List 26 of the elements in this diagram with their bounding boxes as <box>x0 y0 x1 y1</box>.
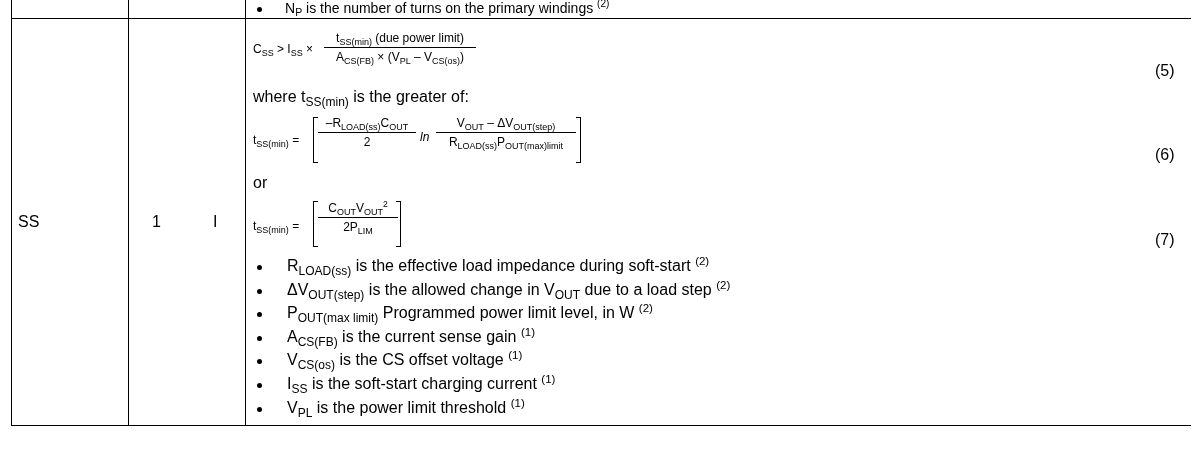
denominator-text: R$_{LOAD(ss)}$P$_{OUT(max)limit}$ <box>448 135 564 150</box>
pin-number: 1 <box>152 213 161 232</box>
equation-text: C$_{SS}$ > I$_{SS}$ × <box>253 43 314 57</box>
bullet-text: A$_{CS(FB)}$ is the current sense gain $^{(1)}$ <box>287 327 535 347</box>
equation-text: t$_{SS(min)}$ = <box>253 220 300 234</box>
note-text: where t$_{SS(min)}$ is the greater of: <box>253 88 469 107</box>
equation-number: (7) <box>1155 231 1175 250</box>
pin-type: I <box>213 213 218 232</box>
note-text: or <box>253 174 268 193</box>
equation-number: (6) <box>1155 146 1175 165</box>
note-text: N$_{P}$ is the number of turns on the primary windings $^{(2)}$ <box>285 0 610 17</box>
numerator-text: V$_{OUT}$ – ΔV$_{OUT(step)}$ <box>456 116 556 131</box>
pin-name: SS <box>18 213 40 232</box>
bullet-text: V$_{CS(os)}$ is the CS offset voltage $^{(1)}$ <box>287 351 523 370</box>
denominator-text: 2P$_{LIM}$ <box>343 220 373 235</box>
denominator-text: 2 <box>363 135 371 150</box>
bullet-text: R$_{LOAD(ss)}$ is the effective load impedance during soft-start $^{(2)}$ <box>287 257 710 276</box>
denominator-text: A$_{CS(FB)}$ × (V$_{PL}$ – V$_{CS(os)}$) <box>335 50 465 65</box>
equation-text: ln <box>420 131 430 145</box>
equation-number: (5) <box>1155 62 1175 81</box>
bullet-text: P$_{OUT(max limit)}$ Programmed power limit level, in W $^{(2)}$ <box>287 304 653 323</box>
equation-text: t$_{SS(min)}$ = <box>253 134 300 148</box>
bullet-text: V$_{PL}$ is the power limit threshold $^{(1)}$ <box>287 398 525 417</box>
numerator-text: –R$_{LOAD(ss)}$C$_{OUT}$ <box>325 116 409 131</box>
bullet-text: I$_{SS}$ is the soft-start charging current $^{(1)}$ <box>287 375 556 394</box>
numerator-text: t$_{SS(min)}$ (due power limit) <box>336 31 464 46</box>
